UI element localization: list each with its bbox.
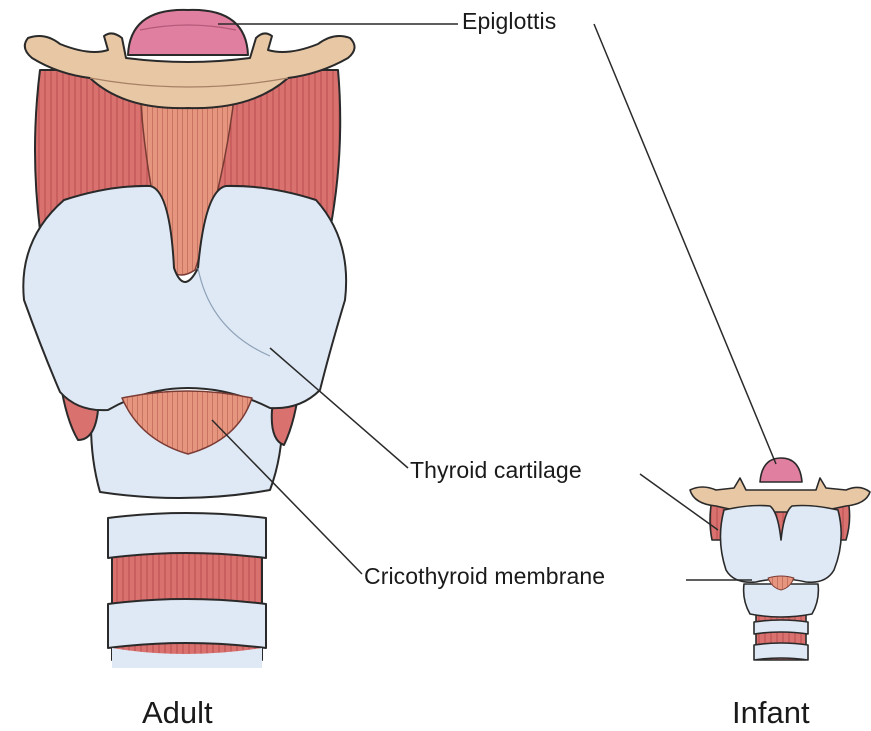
label-thyroid-cartilage: Thyroid cartilage [410,457,582,484]
caption-infant: Infant [732,695,810,731]
adult-larynx [23,10,354,668]
infant-tracheal-ring-1 [754,620,808,634]
adult-tracheal-ring-2 [108,599,266,648]
leader-epiglottis-infant [594,24,776,464]
label-epiglottis: Epiglottis [462,8,556,35]
infant-larynx [690,458,870,660]
infant-epiglottis [760,458,802,482]
label-cricothyroid-membrane: Cricothyroid membrane [364,563,605,590]
infant-hyoid-bone [690,478,870,512]
adult-tracheal-ring-1 [108,513,266,558]
infant-tracheal-ring-2 [754,643,808,660]
adult-epiglottis [128,10,248,55]
caption-adult: Adult [142,695,213,731]
